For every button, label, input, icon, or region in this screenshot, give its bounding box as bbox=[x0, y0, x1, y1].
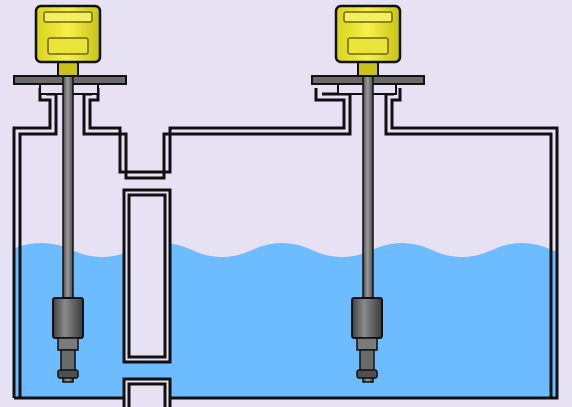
right-level-sensor bbox=[311, 4, 425, 383]
left-sensor-float bbox=[52, 297, 84, 379]
right-sensor-float bbox=[351, 297, 383, 379]
left-level-sensor bbox=[13, 4, 127, 383]
liquid bbox=[14, 243, 557, 398]
left-sensor-head bbox=[34, 4, 102, 77]
divider-standpipe bbox=[122, 188, 172, 407]
right-sensor-head bbox=[334, 4, 402, 77]
